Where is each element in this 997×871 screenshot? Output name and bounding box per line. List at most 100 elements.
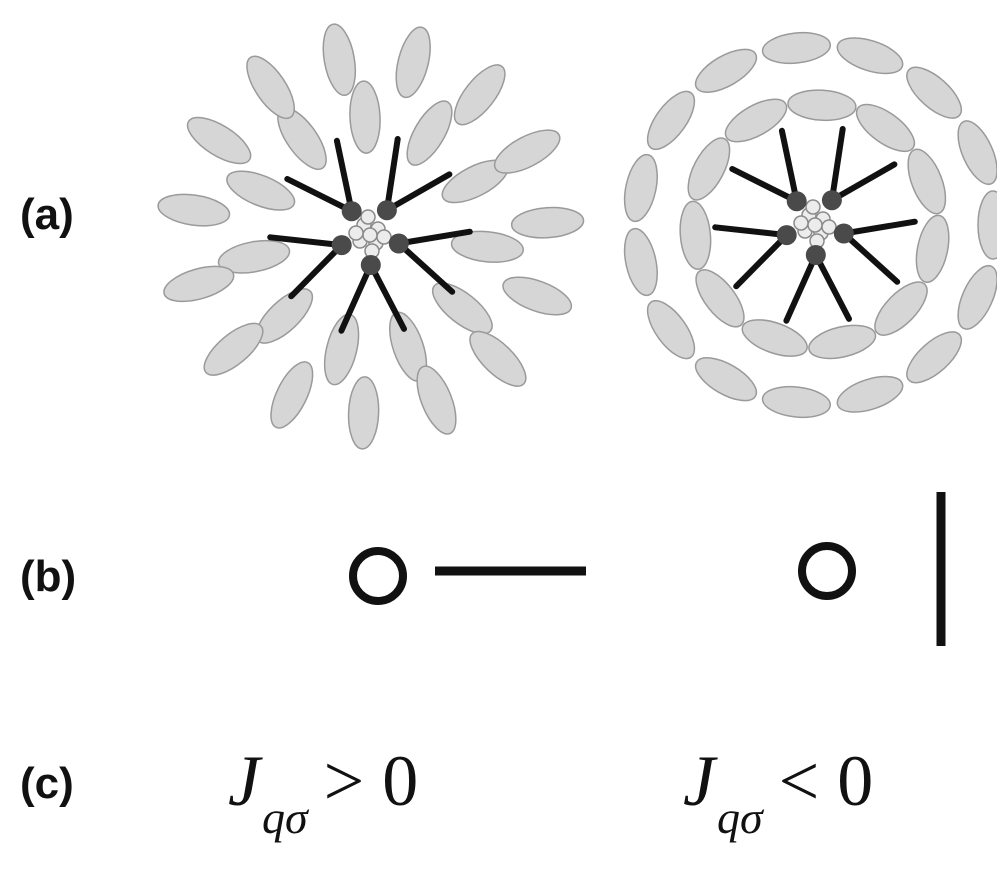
surfactant-head	[821, 190, 842, 211]
surfactant-tail	[812, 252, 852, 322]
molecule-ellipse	[679, 200, 712, 270]
molecule-ellipse	[469, 330, 527, 387]
surfactant-head	[776, 225, 797, 246]
molecule-ellipse	[855, 103, 916, 153]
molecule-ellipse	[646, 299, 696, 360]
micelle-radial	[157, 23, 585, 450]
molecule-ellipse	[915, 214, 950, 284]
label-c: (c)	[20, 759, 74, 808]
molecule-ellipse	[724, 98, 788, 143]
core-particle	[805, 199, 821, 215]
molecule-ellipse	[226, 170, 296, 211]
molecule-ellipse	[907, 148, 947, 215]
surfactant-tail	[284, 176, 355, 215]
surfactant-head	[388, 233, 409, 254]
molecule-ellipse	[323, 313, 360, 386]
formula-positive-sub: qσ	[261, 792, 308, 843]
formula-negative-relation: < 0	[778, 741, 874, 821]
point-defect-circle-left	[349, 547, 407, 605]
molecule-ellipse	[203, 322, 264, 376]
core-particle	[807, 217, 823, 233]
surfactant-head	[360, 255, 381, 275]
molecule-ellipse	[502, 276, 573, 316]
surfactant-tail	[395, 228, 473, 247]
formula-positive-J: J	[228, 741, 260, 821]
molecule-ellipse	[687, 137, 731, 201]
surfactant-tail	[395, 240, 456, 295]
micelle-tangential	[623, 31, 997, 419]
core-particle	[360, 209, 376, 225]
molecule-ellipse	[694, 357, 758, 402]
core-particle	[821, 219, 837, 235]
formula-positive-relation: > 0	[323, 741, 419, 821]
label-a: (a)	[20, 190, 74, 239]
molecule-ellipse	[217, 239, 291, 274]
molecule-ellipse	[874, 281, 928, 336]
surfactant-tail	[267, 234, 345, 249]
molecule-ellipse	[406, 100, 453, 166]
core-particle	[348, 225, 364, 241]
molecule-ellipse	[761, 31, 832, 65]
molecule-ellipse	[694, 48, 758, 93]
molecule-ellipse	[453, 64, 506, 126]
point-defect-circle-right	[798, 542, 856, 600]
core-particle	[376, 229, 392, 245]
molecule-ellipse	[808, 324, 877, 360]
core-particle	[362, 227, 378, 243]
surfactant-head	[786, 191, 807, 212]
molecule-ellipse	[416, 365, 457, 435]
surfactant-head	[833, 223, 854, 244]
surfactant-tail	[828, 126, 846, 204]
surfactant-tail	[367, 262, 407, 332]
surfactant-tail	[733, 232, 790, 290]
surfactant-tail	[383, 136, 401, 214]
molecule-ellipse	[787, 89, 857, 122]
surfactant-tail	[840, 230, 901, 285]
molecule-ellipse	[761, 385, 832, 419]
molecule-ellipse	[836, 37, 904, 75]
molecule-ellipse	[623, 227, 658, 297]
surfactant-head	[805, 245, 826, 265]
surfactant-tail	[383, 171, 453, 214]
surfactant-tail	[783, 252, 819, 324]
surfactant-tail	[729, 166, 800, 205]
molecule-ellipse	[431, 282, 493, 335]
surfactant-tail	[778, 127, 800, 205]
surfactant-head	[341, 201, 362, 222]
label-b: (b)	[20, 552, 77, 601]
surfactant-tail	[828, 161, 898, 204]
molecule-ellipse	[836, 375, 904, 413]
formula-negative: Jqσ< 0	[683, 745, 873, 841]
molecule-ellipse	[906, 331, 963, 384]
formula-negative-J: J	[683, 741, 715, 821]
molecule-ellipse	[906, 66, 963, 119]
molecule-ellipse	[163, 265, 235, 303]
core-particle	[793, 215, 809, 231]
molecule-ellipse	[349, 80, 381, 154]
molecule-ellipse	[957, 264, 997, 330]
surfactant-head	[376, 200, 397, 221]
molecule-ellipse	[623, 153, 658, 223]
surfactant-tail	[712, 224, 790, 239]
surfactant-tail	[338, 262, 374, 334]
molecule-ellipse	[270, 361, 314, 429]
molecule-ellipse	[395, 26, 431, 99]
surfactant-head	[331, 235, 352, 256]
surfactant-tail	[288, 242, 345, 300]
molecule-ellipse	[741, 319, 808, 357]
molecule-ellipse	[322, 23, 357, 97]
surfactant-tail	[840, 218, 918, 237]
molecule-ellipse	[450, 230, 525, 263]
molecule-ellipse	[246, 55, 295, 120]
surfactant-tail	[333, 137, 355, 215]
molecule-ellipse	[186, 116, 252, 165]
molecule-ellipse	[957, 120, 997, 186]
molecule-ellipse	[695, 269, 745, 328]
molecule-ellipse	[157, 193, 231, 227]
formula-positive: Jqσ> 0	[228, 745, 418, 841]
molecule-ellipse	[977, 190, 997, 260]
molecule-ellipse	[510, 206, 585, 239]
formula-negative-sub: qσ	[716, 792, 763, 843]
molecule-ellipse	[347, 376, 380, 450]
